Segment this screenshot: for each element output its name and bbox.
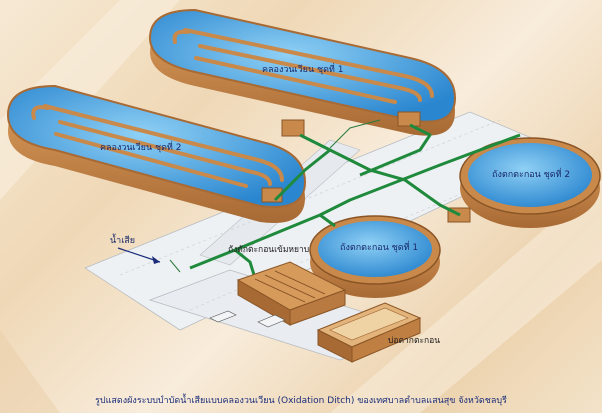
clarifier-2-label: ถังตกตะกอน ชุดที่ 2 (492, 167, 570, 180)
pipe-network (189, 123, 521, 279)
ditch-1-label: คลองวนเวียน ชุดที่ 1 (262, 62, 343, 75)
oxidation-ditch-2 (6, 84, 307, 223)
inflow-arrow (117, 247, 161, 264)
grit-chamber (236, 261, 347, 326)
grit-chamber-label: ถังดักตะกอนเข้มหยาบ (228, 244, 309, 255)
inflow-label: น้ำเสีย (110, 233, 135, 246)
figure-caption: รูปแสดงผังระบบบำบัดน้ำเสียแบบคลองวนเวียน… (95, 396, 507, 406)
sludge-drying-bed (316, 302, 422, 363)
oxidation-ditch-1 (148, 8, 457, 136)
clarifier-1-label: ถังตกตะกอน ชุดที่ 1 (340, 240, 418, 253)
auxiliary-structures (209, 310, 286, 328)
clarifier-1 (309, 215, 441, 298)
ditch-2-label: คลองวนเวียน ชุดที่ 2 (100, 140, 181, 153)
clarifier-2 (459, 137, 601, 228)
pipe-network-thin (169, 119, 381, 273)
sludge-bed-label: บ่อตากตะกอน (388, 336, 440, 346)
